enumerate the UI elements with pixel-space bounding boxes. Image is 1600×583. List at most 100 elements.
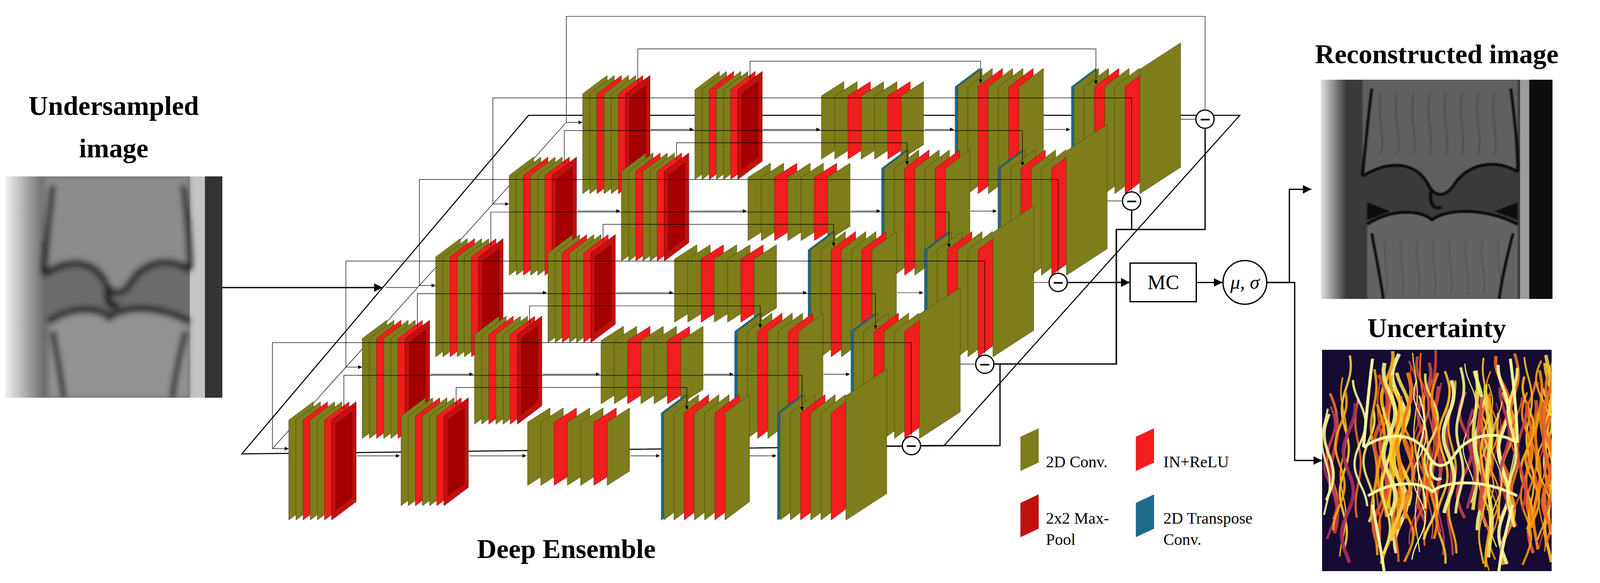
skip-connection [676,142,908,162]
bone-texture [1395,92,1399,155]
conv-layer [1018,68,1044,194]
conv-layer [871,231,897,358]
conv-layer [576,234,602,343]
skip-connection [343,375,802,410]
statistics-label: μ, σ [1230,271,1260,294]
conv-layer [663,395,689,521]
conv-layer [846,369,887,521]
residual-line [493,98,1133,205]
conv-layer [642,153,668,262]
skip-connection [490,212,950,246]
conv-layer [884,313,909,439]
conv-layer [694,395,720,521]
norm-relu-layer [1020,150,1046,276]
bone-outline [1362,88,1373,177]
minus-sign: − [1125,193,1138,209]
conv-layer [927,231,952,358]
arrow-head [758,324,763,329]
uncertainty-streak [1507,368,1518,528]
norm-relu-layer [684,395,709,521]
arrow-head [684,406,689,411]
input-line [272,448,286,450]
uncertainty-streak [1479,358,1488,564]
conv-layer [767,313,793,439]
bone-outline [1510,88,1518,172]
bone-texture [1460,92,1464,155]
norm-relu-layer [947,231,973,358]
conv-layer [748,163,771,241]
uncertainty-streak [1341,403,1356,564]
norm-relu-layer [708,71,734,180]
arrow-head [905,161,910,166]
arrow-head [873,325,878,330]
conv-layer [456,238,482,358]
output-line [1106,200,1122,202]
conv-layer [778,313,803,439]
layer-flow-line [703,374,731,375]
bone-outline [44,185,53,275]
ensemble-scale [272,16,1205,521]
dark-edge [204,176,223,398]
input-feed-line [385,287,418,289]
norm-relu-layer [635,153,661,262]
layer-flow-line [469,455,524,457]
maxpool-window [335,412,352,511]
input-line [345,367,359,368]
bone-texture [1493,92,1497,155]
conv-layer [841,231,866,358]
arrow-head [876,209,881,214]
tibia [48,309,190,398]
legend-label: 2D Conv. [1045,451,1108,473]
conv-layer [674,244,698,323]
conv-layer [408,397,433,507]
legend-label-holder: 2x2 Max-Pool [1045,507,1121,551]
layer-flow-line [357,455,398,457]
norm-relu-layer [740,244,764,323]
output-line [1180,119,1196,120]
norm-relu-layer [774,163,797,241]
skip-connection [750,61,981,80]
conv-layer [537,156,563,276]
conv-layer [810,231,836,358]
bone-outline [48,309,190,323]
conv-layer [474,316,499,425]
conv-layer [567,408,590,486]
conv-layer [821,231,846,358]
conv-layer [957,68,983,194]
arrow-head [596,372,601,377]
residual-line [272,342,912,449]
arrow-head [655,454,661,459]
maxpool-layer [405,320,430,439]
norm-relu-layer [1008,68,1034,194]
ensemble-plane: Deep Ensemble [241,115,1240,454]
unet [493,98,1133,276]
conv-layer [834,81,858,160]
norm-relu-layer [554,408,577,486]
arrow-head [522,454,527,459]
conv-layer [400,397,426,507]
conv-layer [894,150,920,276]
conv-layer [547,234,573,343]
legend-swatch [1135,428,1155,472]
bone-texture [1412,92,1415,155]
input-image-panel: Undersampled image [5,84,223,398]
conv-layer [569,234,595,343]
conv-layer [714,244,737,323]
conv-layer [383,320,409,439]
arrow-head [846,372,851,377]
arrow-head [800,407,805,412]
skip-connection [637,48,1096,83]
uncertainty-streak [1455,367,1464,514]
arrow-head [832,242,836,247]
conv-layer [650,153,675,262]
conv-layer [580,408,603,486]
arrow-head [1094,80,1099,85]
norm-relu-layer [861,231,887,358]
panel-heading: Reconstructed image [1311,37,1563,72]
bone-texture [1379,92,1383,155]
residual-line [345,261,985,368]
maxpool-window [521,326,538,415]
maxpool-layer [478,238,504,358]
conv-layer [967,68,993,194]
norm-relu-layer [562,234,587,343]
